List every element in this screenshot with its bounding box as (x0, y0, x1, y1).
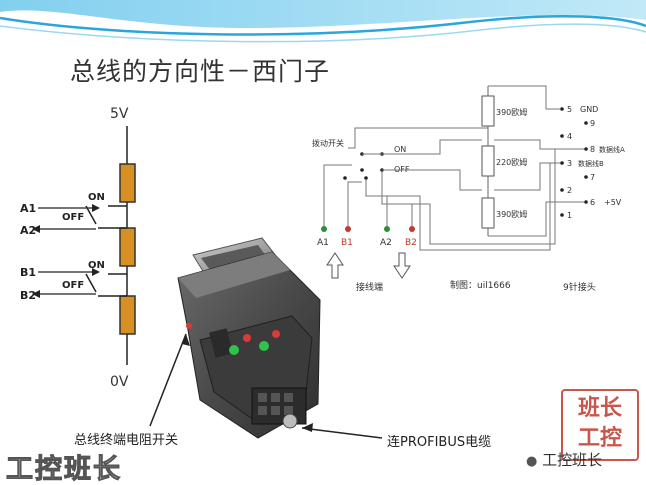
resistor-390-bottom (481, 197, 495, 229)
off-label-a: OFF (62, 212, 84, 223)
v-bottom-label: 0V (110, 374, 129, 390)
seal-stamp: 班长工控 (561, 389, 639, 461)
pin-1: 1 (567, 211, 572, 220)
wechat-icon: ● (526, 454, 538, 469)
resistor-1 (119, 163, 136, 203)
pin-6: 6 (590, 198, 595, 207)
data-b: 数据线B (578, 159, 604, 168)
cable-screw-icon (282, 413, 298, 429)
switch-on: ON (394, 145, 406, 154)
pin-vcc: +5V (604, 198, 622, 207)
led-green-2 (259, 341, 269, 351)
switch-red-1 (243, 334, 251, 342)
terminal-b1-label: B1 (341, 238, 353, 248)
pin-7: 7 (590, 173, 595, 182)
r1-label: 390欧姆 (496, 107, 527, 117)
a2-label: A2 (20, 224, 36, 237)
on-label-a: ON (88, 192, 105, 203)
author-label: 制图：uil1666 (450, 279, 511, 291)
page-title: 总线的方向性－西门子 (70, 57, 331, 86)
v-top-label: 5V (110, 106, 129, 122)
terminal-a2 (384, 226, 390, 232)
switch-red-2 (272, 330, 280, 338)
resistor-3 (119, 295, 136, 335)
pin-4: 4 (567, 132, 572, 141)
off-label-b: OFF (62, 280, 84, 291)
callout-switch: 总线终端电阻开关 (74, 433, 179, 448)
arrow-down-icon (393, 252, 411, 279)
pin-2: 2 (567, 186, 572, 195)
terminal-a1-label: A1 (317, 238, 329, 248)
resistor-390-top (481, 95, 495, 127)
r3-label: 390欧姆 (496, 209, 527, 219)
terminal-a2-label: A2 (380, 238, 392, 248)
led-green-1 (229, 345, 239, 355)
b2-label: B2 (20, 289, 36, 302)
b1-label: B1 (20, 266, 36, 279)
callout-cable: 连PROFIBUS电缆 (387, 435, 492, 450)
watermark-right: ● 工控班长 (526, 451, 603, 469)
pin-3: 3 (567, 159, 572, 168)
on-label-b: ON (88, 260, 105, 271)
pin-8: 8 (590, 145, 595, 154)
a1-label: A1 (20, 202, 36, 215)
data-a: 数据线A (599, 145, 625, 154)
resistor-220 (481, 145, 495, 177)
switch-label: 拨动开关 (312, 138, 344, 148)
pin-9: 9 (590, 119, 595, 128)
pin-5: 5 (567, 105, 572, 114)
pin-gnd: GND (580, 105, 598, 114)
r2-label: 220欧姆 (496, 157, 527, 167)
terminal-b2-label: B2 (405, 238, 417, 248)
terminal-b1 (345, 226, 351, 232)
terminal-a1 (321, 226, 327, 232)
header-swoosh (0, 0, 646, 43)
watermark-left: 工控班长 (6, 454, 122, 485)
wiring-end-label: 接线端 (356, 281, 383, 293)
arrow-up-icon (326, 252, 344, 279)
resistor-2 (119, 227, 136, 267)
terminal-b2 (409, 226, 415, 232)
connector-label: 9针接头 (563, 281, 596, 293)
